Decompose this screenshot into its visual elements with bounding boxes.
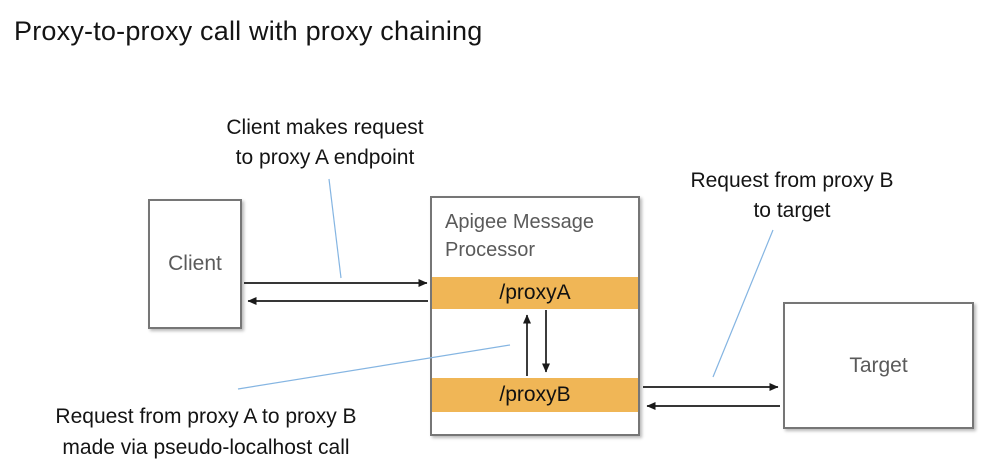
annotation-client-request: Client makes request to proxy A endpoint <box>226 116 424 169</box>
message-processor-node: Apigee Message Processor /proxyA /proxyB <box>430 196 640 436</box>
annotation-proxy-b-to-target: Request from proxy B to target <box>690 169 894 222</box>
leader-line-proxy-b-to-target <box>712 229 774 378</box>
client-node: Client <box>148 199 242 329</box>
proxy-a-endpoint-label: /proxyA <box>499 281 571 304</box>
message-processor-label: Apigee Message Processor <box>445 211 594 261</box>
proxy-b-endpoint-bar: /proxyB <box>432 378 638 412</box>
proxy-a-endpoint-bar: /proxyA <box>432 277 638 309</box>
target-node: Target <box>783 302 974 429</box>
client-node-label: Client <box>168 252 222 275</box>
leader-line-client-request <box>328 178 342 279</box>
proxy-b-endpoint-label: /proxyB <box>499 383 571 406</box>
annotation-proxy-a-to-proxy-b: Request from proxy A to proxy B made via… <box>55 405 357 459</box>
target-node-label: Target <box>849 353 908 377</box>
diagram-title: Proxy-to-proxy call with proxy chaining <box>14 16 483 46</box>
